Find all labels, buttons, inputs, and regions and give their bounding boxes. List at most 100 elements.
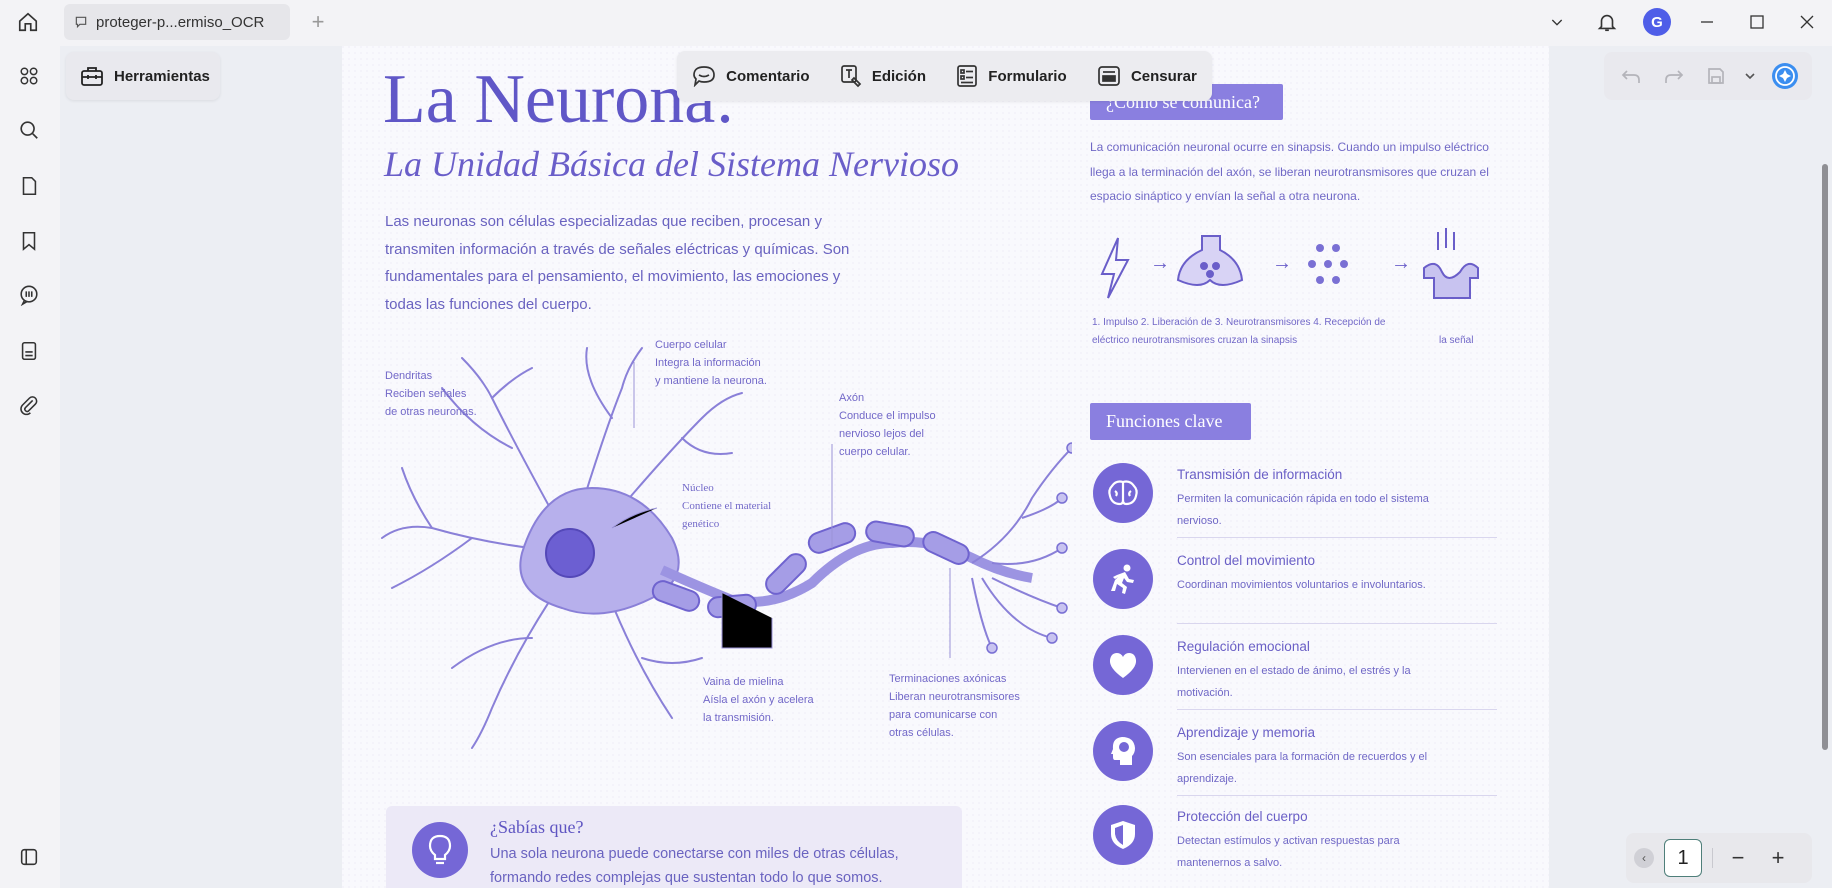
synapse-steps-illustration bbox=[1100, 228, 1479, 299]
bell-icon[interactable] bbox=[1590, 6, 1624, 38]
mode-formulario[interactable]: Formulario bbox=[956, 64, 1067, 88]
funcion-item: Protección del cuerpo Detectan estímulos… bbox=[1093, 805, 1493, 888]
funcion-title: Transmisión de información bbox=[1177, 467, 1343, 482]
steps-labels-line2-right: la señal bbox=[1439, 335, 1474, 346]
bookmark-icon[interactable] bbox=[14, 226, 44, 256]
head-brain-icon bbox=[1093, 721, 1153, 781]
form-icon bbox=[957, 65, 978, 87]
toolbox-icon bbox=[81, 67, 103, 86]
edit-icon bbox=[840, 65, 862, 88]
mode-label: Censurar bbox=[1130, 67, 1197, 85]
sabias-que-box: ¿Sabías que? Una sola neurona puede cone… bbox=[386, 806, 962, 888]
funcion-desc: Coordinan movimientos voluntarios e invo… bbox=[1177, 579, 1426, 591]
collapse-sidebar-icon[interactable] bbox=[14, 842, 44, 872]
receptor-icon bbox=[1423, 228, 1479, 299]
home-icon[interactable] bbox=[14, 9, 42, 35]
funcion-item: Aprendizaje y memoria Son esenciales par… bbox=[1093, 721, 1497, 807]
minimize-button[interactable] bbox=[1682, 6, 1732, 38]
save-icon[interactable] bbox=[1701, 61, 1731, 91]
steps-labels-line2: eléctrico neurotransmisores cruzan la si… bbox=[1092, 335, 1298, 346]
mode-label: Formulario bbox=[988, 67, 1067, 85]
page-thumbnails-icon[interactable] bbox=[14, 171, 44, 201]
divider bbox=[1177, 795, 1497, 796]
divider bbox=[1177, 709, 1497, 710]
vesicle-release-icon bbox=[1176, 235, 1244, 286]
redo-icon[interactable] bbox=[1659, 61, 1689, 91]
funcion-desc: Son esenciales para la formación de recu… bbox=[1177, 751, 1428, 785]
lightbulb-icon bbox=[412, 822, 468, 878]
user-avatar-button[interactable]: G bbox=[1640, 6, 1674, 38]
pdf-page[interactable] bbox=[342, 46, 1549, 888]
mode-edicion[interactable]: Edición bbox=[840, 64, 926, 88]
scrollbar-thumb[interactable] bbox=[1822, 164, 1828, 750]
funcion-title: Regulación emocional bbox=[1177, 639, 1310, 654]
sabias-title: ¿Sabías que? bbox=[490, 817, 584, 837]
previous-page-button[interactable]: ‹ bbox=[1634, 848, 1654, 868]
arrow-right-icon: → bbox=[1150, 252, 1170, 274]
nucleus bbox=[545, 528, 595, 578]
close-button[interactable] bbox=[1782, 6, 1832, 38]
search-icon[interactable] bbox=[14, 115, 44, 145]
tools-button[interactable]: Herramientas bbox=[66, 52, 220, 100]
funcion-title: Protección del cuerpo bbox=[1177, 809, 1308, 824]
attachment-icon[interactable] bbox=[14, 390, 44, 420]
divider bbox=[1712, 848, 1713, 868]
tab-title: proteger-p...ermiso_OCR bbox=[96, 13, 265, 31]
funcion-item: Regulación emocional Intervienen en el e… bbox=[1093, 635, 1497, 721]
new-tab-button[interactable]: + bbox=[311, 9, 325, 34]
funcion-desc: Permiten la comunicación rápida en todo … bbox=[1177, 493, 1429, 527]
page-subtitle: La Unidad Básica del Sistema Nervioso bbox=[384, 144, 959, 184]
funcion-desc: Intervienen en el estado de ánimo, el es… bbox=[1177, 665, 1411, 699]
page-number-input[interactable]: 1 bbox=[1664, 839, 1702, 877]
neurotransmitters-icon bbox=[1308, 244, 1348, 284]
running-person-icon bbox=[1093, 549, 1153, 609]
funcion-title: Control del movimiento bbox=[1177, 553, 1316, 568]
left-sidebar bbox=[0, 44, 58, 888]
mode-comentario[interactable]: Comentario bbox=[692, 65, 810, 87]
tools-label: Herramientas bbox=[114, 67, 210, 85]
title-bar: proteger-p...ermiso_OCR + G bbox=[0, 0, 1832, 44]
comment-icon bbox=[693, 66, 716, 87]
neuron-illustration bbox=[381, 347, 1072, 749]
divider bbox=[1177, 623, 1497, 624]
arrow-right-icon: → bbox=[1391, 252, 1411, 274]
comunica-text: La comunicación neuronal ocurre en sinap… bbox=[1090, 140, 1489, 203]
mode-toolbar: Comentario Edición Formulario Censurar bbox=[677, 51, 1212, 101]
chevron-down-icon[interactable] bbox=[1540, 6, 1574, 38]
lightning-icon bbox=[1100, 237, 1130, 299]
funcion-item: Control del movimiento Coordinan movimie… bbox=[1093, 549, 1497, 635]
zoom-out-button[interactable]: − bbox=[1731, 845, 1745, 870]
ai-assistant-icon[interactable] bbox=[1770, 61, 1800, 91]
chevron-down-icon[interactable] bbox=[1743, 61, 1757, 91]
right-toolbar bbox=[1604, 52, 1812, 100]
redact-icon bbox=[1098, 66, 1120, 86]
document-viewer[interactable] bbox=[60, 46, 1832, 888]
comments-icon[interactable] bbox=[14, 280, 44, 310]
intro-paragraph: Las neuronas son células especializadas … bbox=[385, 213, 850, 313]
mode-censurar[interactable]: Censurar bbox=[1097, 65, 1197, 87]
funcion-title: Aprendizaje y memoria bbox=[1177, 725, 1316, 740]
undo-icon[interactable] bbox=[1616, 61, 1646, 91]
funcion-item: Transmisión de información Permiten la c… bbox=[1093, 463, 1497, 549]
document-layers-icon[interactable] bbox=[14, 336, 44, 366]
mode-label: Edición bbox=[871, 67, 926, 85]
apps-grid-icon[interactable] bbox=[14, 61, 44, 91]
comment-tab-icon bbox=[75, 16, 87, 29]
heart-icon bbox=[1093, 635, 1153, 695]
maximize-button[interactable] bbox=[1732, 6, 1782, 38]
shield-icon bbox=[1093, 805, 1153, 865]
zoom-in-button[interactable]: + bbox=[1771, 845, 1785, 870]
document-tab[interactable]: proteger-p...ermiso_OCR bbox=[64, 4, 290, 40]
mode-label: Comentario bbox=[726, 67, 810, 85]
page-navigator: ‹ 1 − + bbox=[1626, 833, 1812, 883]
brain-icon bbox=[1093, 463, 1153, 523]
sabias-text: Una sola neurona puede conectarse con mi… bbox=[490, 846, 899, 886]
funciones-heading: Funciones clave bbox=[1090, 403, 1251, 440]
funcion-desc: Detectan estímulos y activan respuestas … bbox=[1177, 835, 1400, 869]
